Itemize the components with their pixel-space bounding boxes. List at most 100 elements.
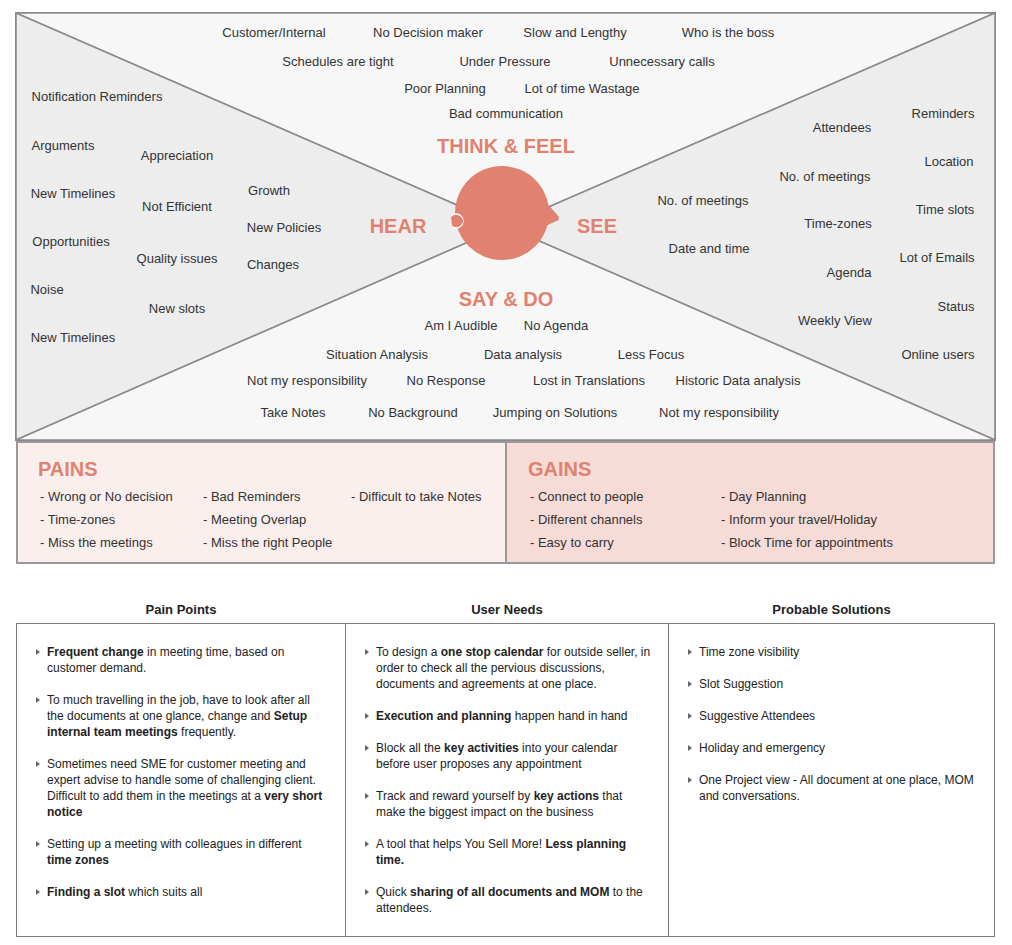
body-text: Track and reward yourself by [376,789,530,803]
bullet-paragraph: Sometimes need SME for customer meeting … [47,756,329,820]
bullet-marker [365,841,369,847]
body-text: Holiday and emergency [699,741,825,755]
column-box: Frequent change in meeting time, based o… [16,623,346,937]
body-text: Suggestive Attendees [699,709,815,723]
table-column: User Needs To design a one stop calendar … [345,600,669,937]
body-text: Slot Suggestion [699,677,783,691]
bullet-paragraph: Frequent change in meeting time, based o… [47,644,329,676]
quadrant-item: Lot of Emails [899,250,974,266]
quadrant-item: No. of meetings [657,193,748,209]
bullet-marker [36,889,40,895]
panel-heading: PAINS [38,461,98,477]
quadrant-item: Notification Reminders [32,89,163,105]
pains-gains-panel: GAINS - Connect to people - Different chan… [505,441,995,564]
bullet-paragraph: Quick sharing of all documents and MOM t… [376,884,652,916]
quadrant-item: Historic Data analysis [676,373,801,389]
bullet-paragraph: Setting up a meeting with colleagues in … [47,836,329,868]
body-text: To much travelling in the job, have to l… [47,693,310,723]
quadrant-item: Quality issues [137,251,218,267]
bullet-paragraph: One Project view - All document at one p… [699,772,978,804]
emphasis-text: sharing of all documents and MOM [410,885,609,899]
panel-item: - Day Planning [721,489,806,505]
panel-item: - Connect to people [530,489,643,505]
bullet-paragraph: Block all the key activities into your c… [376,740,652,772]
quadrant-item: Bad communication [449,106,563,122]
quadrant-item: Unnecessary calls [609,54,715,70]
bullet-paragraph: Finding a slot which suits all [47,884,329,900]
bullet-marker [688,649,692,655]
quadrant-item: No. of meetings [779,169,870,185]
bullet-paragraph: Track and reward yourself by key actions… [376,788,652,820]
quadrant-item: Take Notes [260,405,325,421]
body-text: Quick [376,885,407,899]
quadrant-item: Reminders [912,106,975,122]
emphasis-text: time zones [47,853,109,867]
panel-item: - Different channels [530,512,643,528]
panel-item: - Easy to carry [530,535,614,551]
body-text: which suits all [128,885,202,899]
bullet-marker [36,697,40,703]
body-text: happen hand in hand [515,709,628,723]
quadrant-item: Date and time [669,241,750,257]
quadrant-item: Location [924,154,973,170]
bullet-paragraph: To design a one stop calendar for outsid… [376,644,652,692]
quadrant-heading: SEE [577,218,617,234]
quadrant-item: No Response [407,373,486,389]
emphasis-text: key actions [534,789,599,803]
quadrant-item: Situation Analysis [326,347,428,363]
quadrant-item: Data analysis [484,347,562,363]
quadrant-item: Attendees [813,120,872,136]
emphasis-text: Execution and planning [376,709,511,723]
bullet-marker [688,745,692,751]
body-text: Setting up a meeting with colleagues in … [47,837,302,851]
quadrant-item: Lost in Translations [533,373,645,389]
column-heading: User Needs [345,602,669,617]
quadrant-item: Who is the boss [682,25,775,41]
quadrant-item: Weekly View [798,313,872,329]
quadrant-item: Time slots [916,202,975,218]
emphasis-text: one stop calendar [441,645,544,659]
bullet-paragraph: Execution and planning happen hand in ha… [376,708,652,724]
quadrant-triangle [16,226,995,440]
quadrant-item: Jumping on Solutions [493,405,617,421]
quadrant-item: Slow and Lengthy [523,25,626,41]
bullet-marker [36,761,40,767]
emphasis-text: Frequent change [47,645,144,659]
panel-item: - Miss the right People [203,535,332,551]
panel-item: - Bad Reminders [203,489,301,505]
quadrant-item: New slots [149,301,205,317]
quadrant-heading: HEAR [370,218,427,234]
quadrant-triangle [16,13,505,440]
column-heading: Pain Points [16,602,346,617]
column-content: To design a one stop calendar for outsid… [346,624,668,940]
quadrant-item: No Agenda [524,318,588,334]
bullet-paragraph: Time zone visibility [699,644,978,660]
body-text: frequently. [181,725,236,739]
bullet-marker [365,713,369,719]
panel-heading: GAINS [528,461,591,477]
bullet-paragraph: A tool that helps You Sell More! Less pl… [376,836,652,868]
quadrant-item: Customer/Internal [222,25,325,41]
quadrant-item: Opportunities [32,234,109,250]
table-column: Probable SolutionsTime zone visibilitySl… [668,600,995,937]
quadrant-item: Agenda [827,265,872,281]
quadrant-item: Status [938,299,975,315]
quadrant-triangle [505,13,995,440]
body-text: Time zone visibility [699,645,799,659]
quadrant-item: Appreciation [141,148,213,164]
bullet-marker [365,793,369,799]
quadrant-heading: THINK & FEEL [437,138,575,154]
panel-item: - Block Time for appointments [721,535,893,551]
panel-item: - Wrong or No decision [40,489,173,505]
bullet-marker [365,745,369,751]
panel-item: - Difficult to take Notes [351,489,482,505]
quadrant-item: Online users [902,347,975,363]
bullet-marker [36,649,40,655]
body-text: To design a [376,645,437,659]
bullet-marker [688,777,692,783]
quadrant-heading: SAY & DO [459,291,553,307]
quadrant-item: Schedules are tight [282,54,393,70]
column-box: To design a one stop calendar for outsid… [345,623,669,937]
bullet-marker [688,713,692,719]
quadrant-item: Arguments [32,138,95,154]
